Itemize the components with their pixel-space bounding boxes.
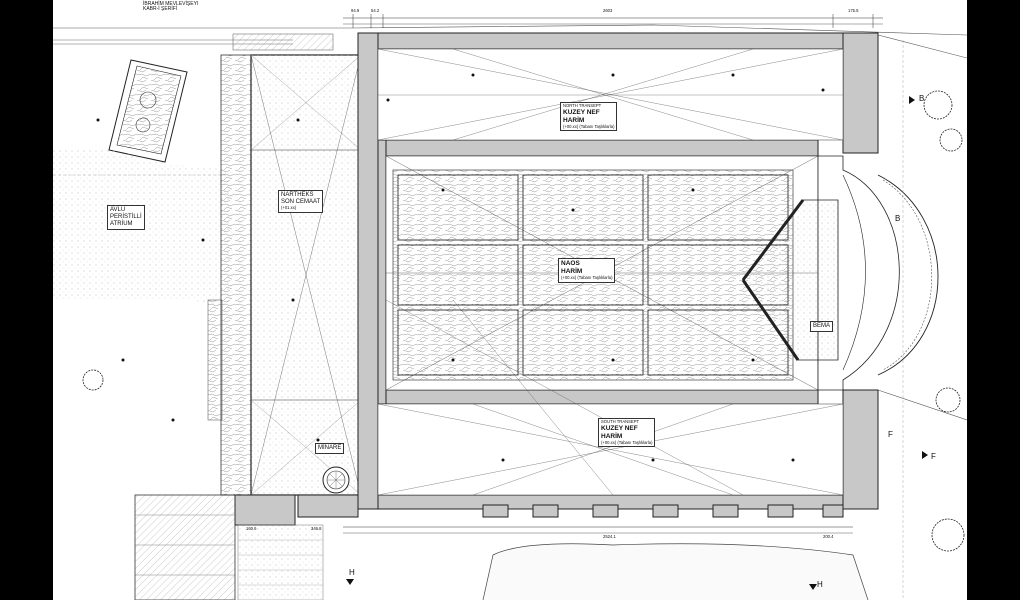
section-mark-f-top: F <box>931 452 936 461</box>
header-line-2: KABR-İ ŞERİFİ <box>143 6 178 13</box>
bottom-dim-3: 2524.1 <box>603 534 616 539</box>
north-transept-label: NORTH TRANSEPT KUZEY NEF HARİM (+00.xx) … <box>560 102 618 132</box>
atrium-ground <box>53 150 233 310</box>
west-rubble-wall <box>220 54 252 496</box>
header-block: İBRAHİM MEVLEVİŞEYI KABR-İ ŞERİFİ <box>143 1 199 13</box>
section-mark-b-side: B <box>895 214 901 223</box>
floor-plan-drawing <box>53 14 967 600</box>
header-line-1: İBRAHİM MEVLEVİŞEYI <box>143 1 199 7</box>
minaret-base <box>322 466 350 494</box>
tomb-enclosure <box>108 59 188 163</box>
top-dim-1: 94.9 <box>351 8 360 13</box>
section-mark-f-side: F <box>888 430 893 439</box>
church-walls <box>234 32 879 526</box>
top-dim-4: 175.5 <box>848 8 859 13</box>
bema-label: BEMA <box>810 321 834 332</box>
section-mark-h-left: H <box>349 568 355 577</box>
section-arrows <box>346 96 928 590</box>
top-dim-3: 2603 <box>603 8 613 13</box>
atrium-label: AVLU PERİSTİLLİ ATRİUM <box>107 205 145 230</box>
section-mark-b-top: B <box>919 94 925 103</box>
south-transept-label: SOUTH TRANSEPT KUZEY NEF HARİM (+00.xx) … <box>598 418 656 448</box>
south-street <box>482 543 869 600</box>
street-hatch <box>232 33 334 51</box>
plan-sheet: İBRAHİM MEVLEVİŞEYI KABR-İ ŞERİFİ 94.9 5… <box>53 0 967 600</box>
street-edge <box>53 24 967 36</box>
trees <box>82 90 965 552</box>
bottom-dim-1: 160.6 <box>246 526 257 531</box>
bema-apse <box>741 155 939 391</box>
survey-points <box>96 73 825 462</box>
minaret-label: MİNARE <box>315 443 345 454</box>
bottom-dim-2: 346.8 <box>311 526 322 531</box>
adjacent-building <box>134 494 236 600</box>
naos-label: NAOS HARİM (+00.xx) (Tabanı Taşlıklarla) <box>558 258 616 283</box>
section-mark-h-bottom: H <box>817 580 823 589</box>
narthex <box>250 54 362 496</box>
bottom-dim-4: 200.4 <box>823 534 834 539</box>
top-dim-2: 54.2 <box>371 8 380 13</box>
narthex-label: NARTHEKS SON CEMAAT (+01.xx) <box>278 190 324 213</box>
